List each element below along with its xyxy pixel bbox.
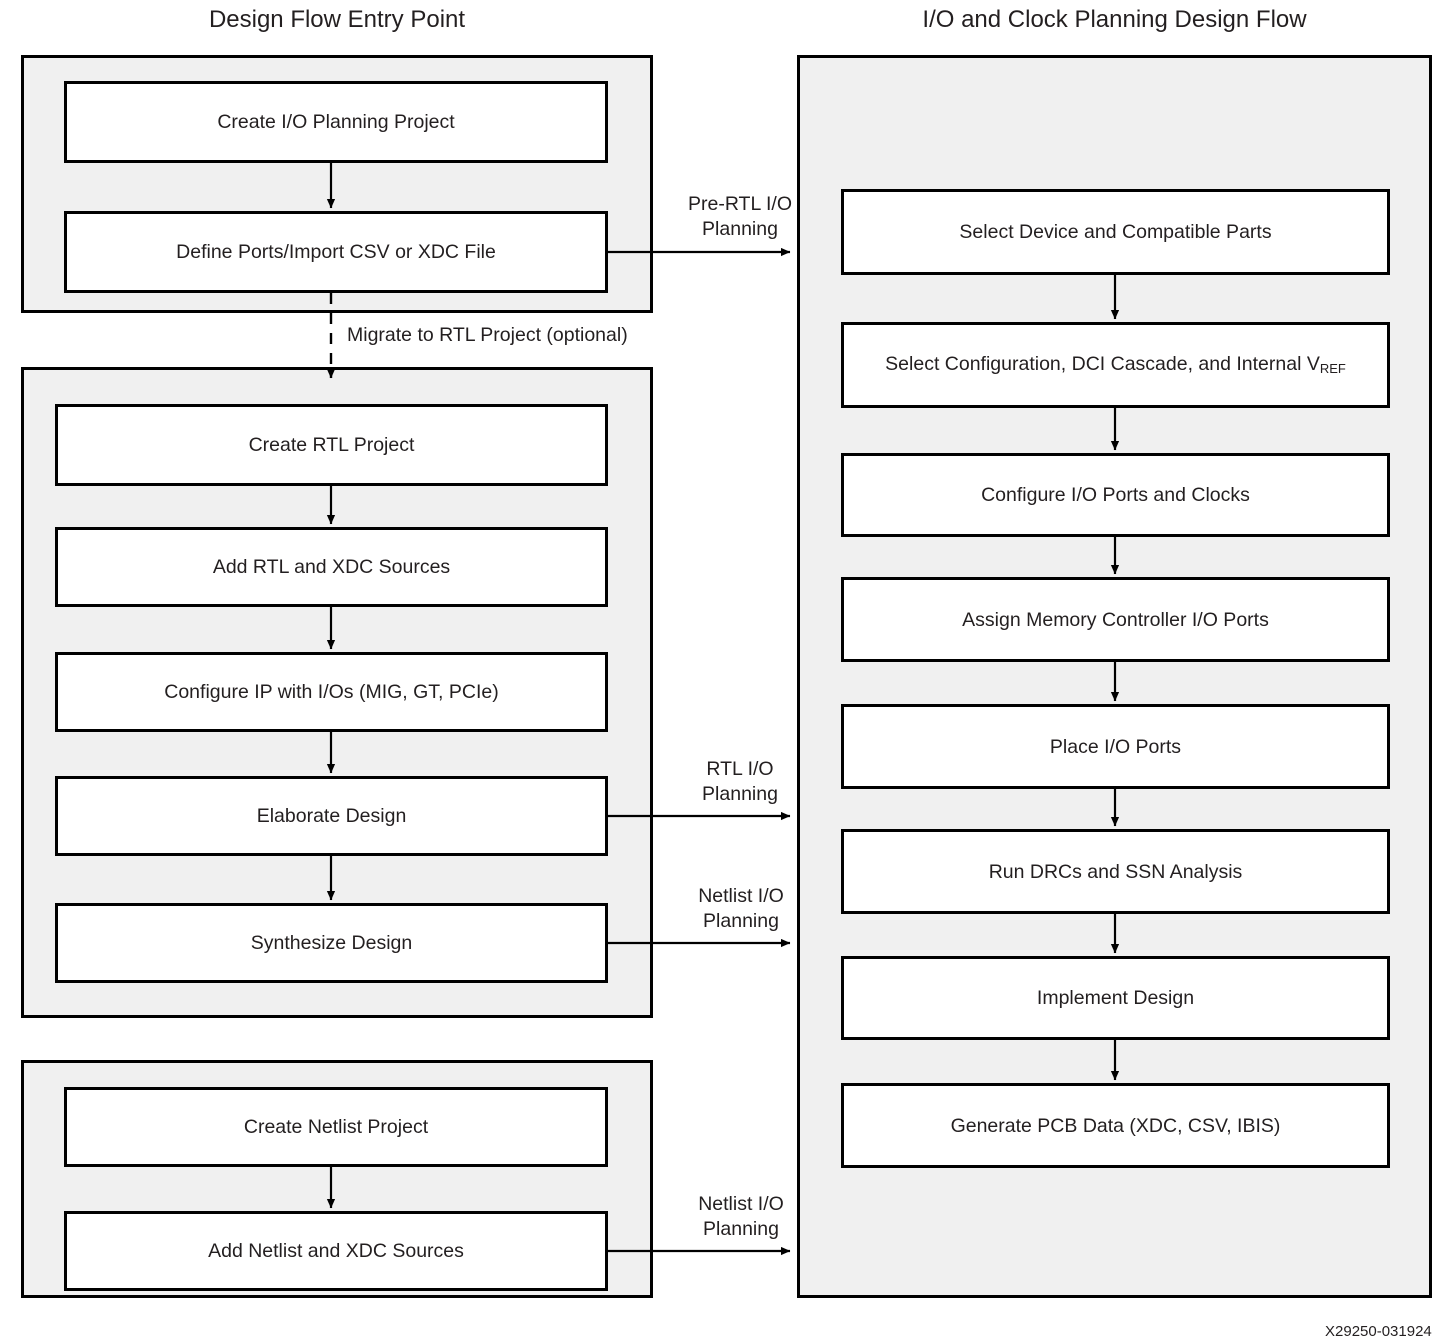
step-assign-memory-controller-io-ports[interactable]: Assign Memory Controller I/O Ports: [841, 577, 1390, 662]
step-label: Create RTL Project: [248, 434, 415, 456]
step-select-configuration-dci-cascade-internal-vref[interactable]: Select Configuration, DCI Cascade, and I…: [841, 322, 1390, 408]
connector-label-pre-rtl-io-planning: Pre-RTL I/O Planning: [655, 192, 825, 242]
step-label: Define Ports/Import CSV or XDC File: [176, 241, 496, 263]
step-synthesize-design[interactable]: Synthesize Design: [55, 903, 608, 983]
vref-subscript: REF: [1319, 361, 1346, 376]
step-elaborate-design[interactable]: Elaborate Design: [55, 776, 608, 856]
step-label: Elaborate Design: [256, 805, 407, 827]
connector-label-line1: Pre-RTL I/O: [687, 193, 793, 215]
step-add-rtl-and-xdc-sources[interactable]: Add RTL and XDC Sources: [55, 527, 608, 607]
connector-label-rtl-io-planning: RTL I/O Planning: [655, 757, 825, 807]
figure-id-label: X29250-031924: [1325, 1323, 1432, 1340]
step-add-netlist-and-xdc-sources[interactable]: Add Netlist and XDC Sources: [64, 1211, 608, 1291]
step-label: Create Netlist Project: [243, 1116, 429, 1138]
step-label: Select Device and Compatible Parts: [959, 221, 1272, 243]
connector-label-line1: Netlist I/O: [698, 1193, 784, 1215]
step-label: Configure IP with I/Os (MIG, GT, PCIe): [164, 681, 499, 703]
connector-label-line2: Planning: [703, 910, 779, 932]
step-label: Assign Memory Controller I/O Ports: [962, 608, 1269, 631]
connector-label-line1: RTL I/O: [706, 758, 774, 780]
step-label: Generate PCB Data (XDC, CSV, IBIS): [950, 1114, 1281, 1137]
connector-label-netlist-io-planning-middle: Netlist I/O Planning: [652, 884, 830, 934]
step-label: Configure I/O Ports and Clocks: [981, 484, 1250, 506]
step-label: Implement Design: [1036, 987, 1195, 1009]
step-create-io-planning-project[interactable]: Create I/O Planning Project: [64, 81, 608, 163]
step-label: Create I/O Planning Project: [217, 111, 455, 133]
step-label: Add Netlist and XDC Sources: [208, 1240, 464, 1262]
step-label: Run DRCs and SSN Analysis: [988, 860, 1243, 883]
step-implement-design[interactable]: Implement Design: [841, 956, 1390, 1040]
step-define-ports-import-csv-xdc[interactable]: Define Ports/Import CSV or XDC File: [64, 211, 608, 293]
step-run-drcs-and-ssn-analysis[interactable]: Run DRCs and SSN Analysis: [841, 829, 1390, 914]
connector-label-line2: Planning: [702, 783, 778, 805]
step-create-rtl-project[interactable]: Create RTL Project: [55, 404, 608, 486]
connector-label-line2: Planning: [702, 218, 778, 240]
step-configure-io-ports-and-clocks[interactable]: Configure I/O Ports and Clocks: [841, 453, 1390, 537]
connector-label-line1: Netlist I/O: [698, 885, 784, 907]
step-generate-pcb-data[interactable]: Generate PCB Data (XDC, CSV, IBIS): [841, 1083, 1390, 1168]
step-label: Place I/O Ports: [1049, 735, 1182, 758]
step-select-device-and-compatible-parts[interactable]: Select Device and Compatible Parts: [841, 189, 1390, 275]
connector-label-migrate-to-rtl-project: Migrate to RTL Project (optional): [347, 324, 628, 346]
column-title-io-clock-planning-design-flow: I/O and Clock Planning Design Flow: [922, 6, 1307, 33]
step-label: Add RTL and XDC Sources: [212, 556, 451, 578]
step-label: Select Configuration, DCI Cascade, and I…: [885, 353, 1346, 376]
step-label: Synthesize Design: [250, 932, 413, 954]
step-configure-ip-with-ios[interactable]: Configure IP with I/Os (MIG, GT, PCIe): [55, 652, 608, 732]
connector-label-netlist-io-planning-bottom: Netlist I/O Planning: [652, 1192, 830, 1242]
column-title-design-flow-entry-point: Design Flow Entry Point: [208, 6, 466, 33]
connector-label-line2: Planning: [703, 1218, 779, 1240]
step-place-io-ports[interactable]: Place I/O Ports: [841, 704, 1390, 789]
step-create-netlist-project[interactable]: Create Netlist Project: [64, 1087, 608, 1167]
